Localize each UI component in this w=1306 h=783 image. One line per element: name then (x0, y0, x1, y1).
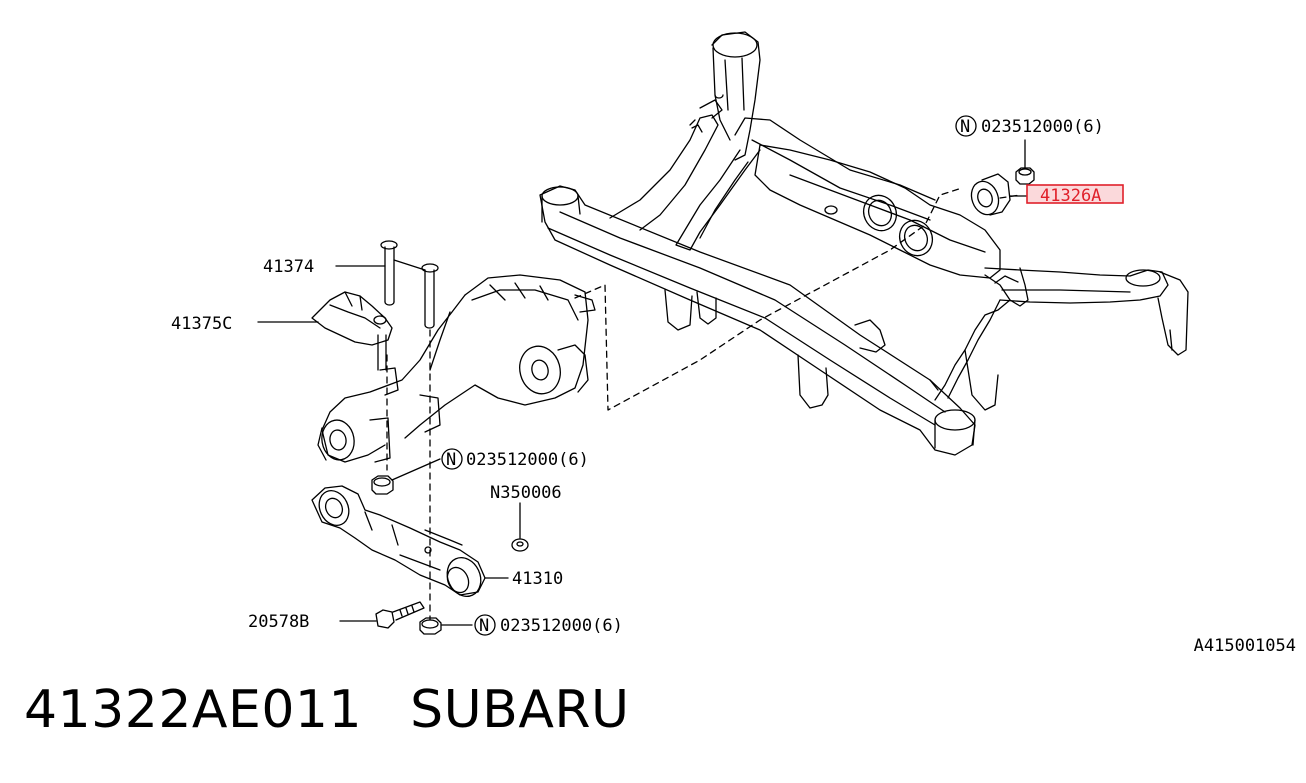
label-washer: N350006 (490, 483, 562, 503)
n-marker-top (955, 115, 977, 137)
n-marker-top-letter: N (960, 117, 970, 137)
label-bushing-highlighted: 41326A (1040, 186, 1101, 206)
label-stud-bolt: 41374 (263, 257, 314, 277)
n-marker-bottom (474, 614, 496, 636)
label-nut-bottom: 023512000(6) (500, 616, 623, 636)
n-marker-bottom-letter: N (479, 616, 489, 636)
bolt-20578b (375, 601, 425, 629)
label-nut-top-right: 023512000(6) (981, 117, 1104, 137)
part-number: 41322AE011 (24, 680, 363, 740)
differential (317, 274, 596, 463)
nut-top-right (1015, 167, 1035, 185)
bushing-41326a (970, 173, 1011, 216)
highlight-box (1026, 184, 1124, 204)
caption: 41322AE011 SUBARU (24, 680, 630, 740)
nut-middle (371, 475, 394, 495)
n-marker-middle-letter: N (446, 450, 456, 470)
label-bolt: 20578B (248, 612, 309, 632)
bracket-41375c (311, 291, 393, 346)
label-member: 41310 (512, 569, 563, 589)
washer (511, 538, 529, 552)
label-bracket: 41375C (171, 314, 232, 334)
leader-lines (257, 139, 1041, 626)
n-marker-middle (441, 448, 463, 470)
nut-bottom (419, 617, 442, 635)
reference-code: A415001054 (1193, 636, 1296, 656)
stud-bolts-41374 (377, 240, 439, 371)
member-41310 (311, 485, 486, 597)
rear-subframe (539, 31, 1189, 456)
label-nut-middle: 023512000(6) (466, 450, 589, 470)
brand-name: SUBARU (410, 680, 630, 740)
